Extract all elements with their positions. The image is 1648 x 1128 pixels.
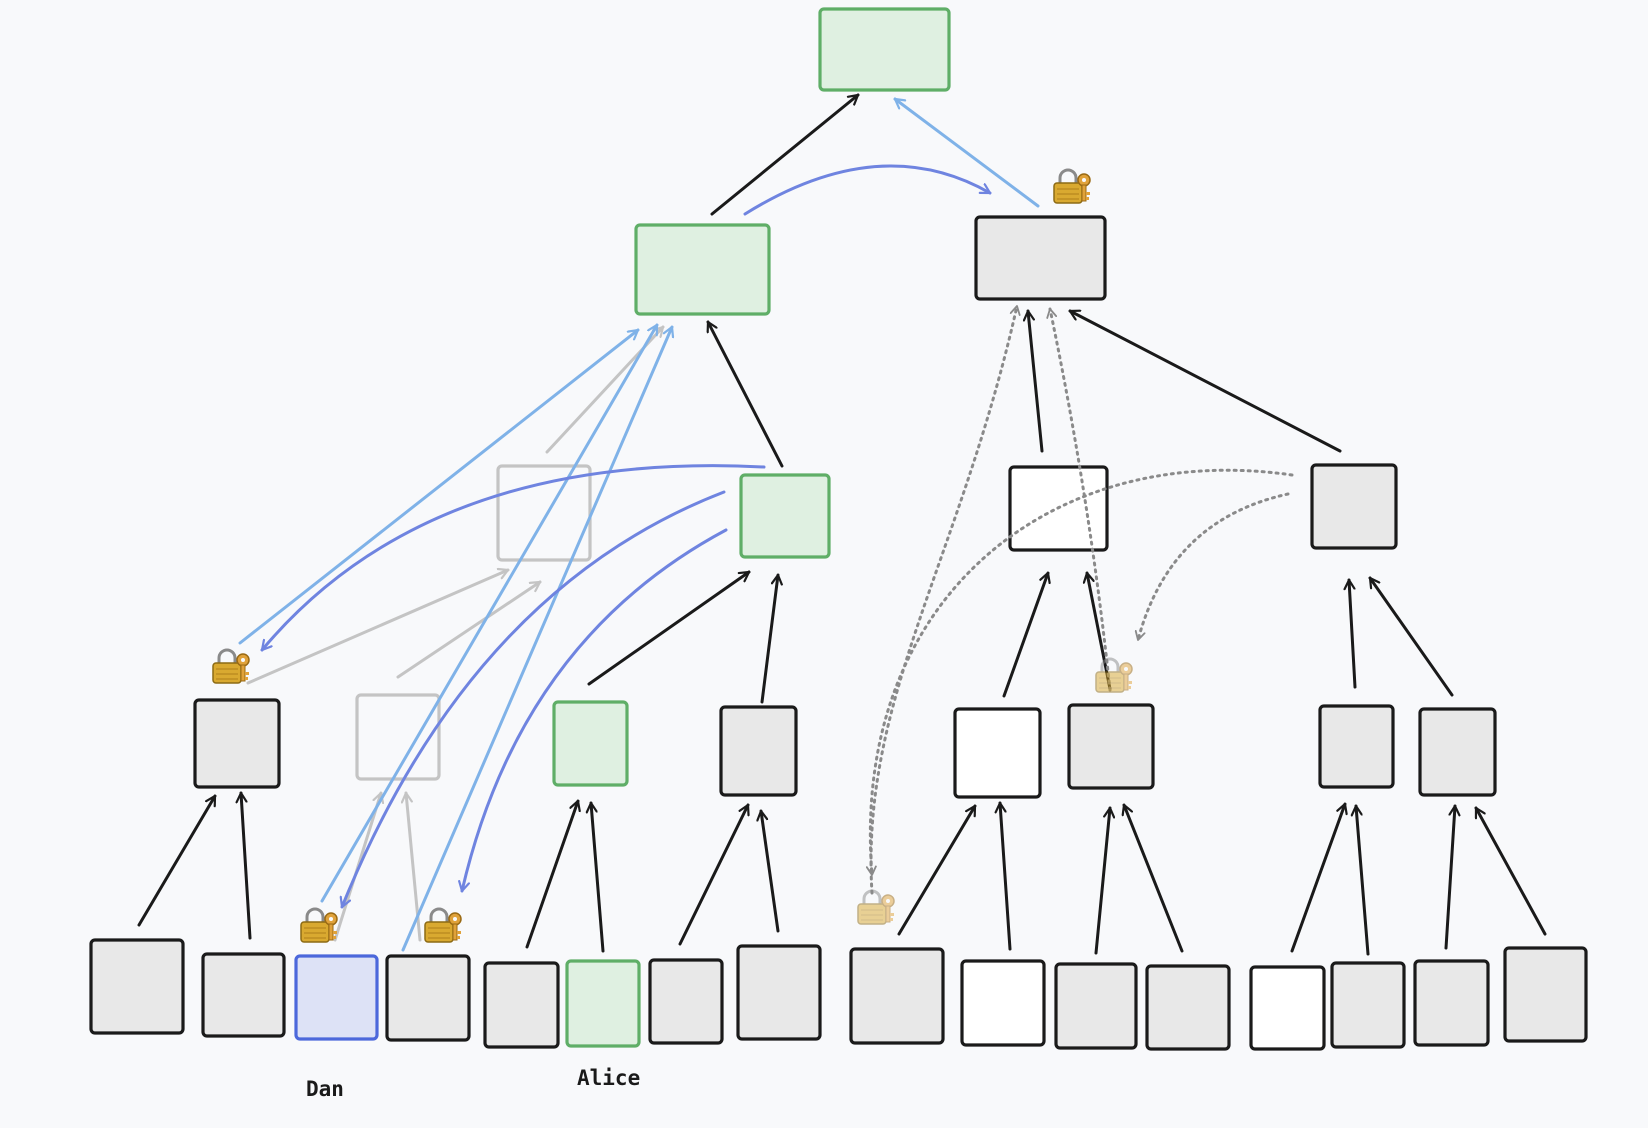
dan-label: Dan <box>306 1077 344 1101</box>
tree-edge <box>1356 804 1370 956</box>
tree-edge <box>525 799 578 949</box>
ghost-edge <box>246 570 510 685</box>
node-l3-6 <box>1067 703 1155 790</box>
tree-edge <box>591 801 605 953</box>
leaf-alice <box>565 959 641 1048</box>
light-blue-edge <box>238 328 640 645</box>
lock-icon <box>1052 168 1092 205</box>
tree-edge <box>1002 571 1048 698</box>
node-l2-green <box>739 473 831 559</box>
tree-edge <box>1474 806 1547 936</box>
tree-edge <box>761 809 780 933</box>
leaf-13 <box>1249 965 1326 1051</box>
leaf-8 <box>736 944 822 1041</box>
tree-edge <box>1349 578 1357 689</box>
lock-icon <box>423 907 463 944</box>
dotted-edge <box>1046 307 1112 692</box>
leaf-5 <box>483 961 560 1049</box>
node-l3-8 <box>1418 707 1497 797</box>
node-l3-7 <box>1318 704 1395 789</box>
leaf-15 <box>1413 959 1490 1047</box>
tree-edge <box>1368 576 1454 697</box>
tree-edge <box>706 320 784 468</box>
leaf-7 <box>648 958 724 1045</box>
leaf-2 <box>201 952 286 1038</box>
tree-edge <box>137 794 217 927</box>
node-l3-4 <box>719 705 798 797</box>
purple-edge <box>743 164 992 216</box>
dotted-edge <box>869 304 1021 895</box>
lock-icon <box>299 907 339 944</box>
lock-icon <box>1094 657 1134 694</box>
tree-edge <box>1124 803 1184 953</box>
leaf-12 <box>1145 964 1231 1051</box>
tree-edge <box>1000 801 1012 951</box>
node-l2-ghost <box>496 464 592 562</box>
node-l3-green <box>552 700 629 787</box>
node-l3-1 <box>193 698 281 789</box>
tree-edge <box>897 804 977 936</box>
node-l1-left <box>634 223 771 316</box>
alice-label: Alice <box>577 1066 640 1090</box>
tree-edge <box>1290 802 1345 953</box>
dotted-edge <box>1134 492 1290 642</box>
node-l3-5 <box>953 707 1042 799</box>
light-blue-edge <box>320 323 659 903</box>
leaf-1 <box>89 938 185 1035</box>
dotted-edge <box>865 468 1294 877</box>
ghost-edge <box>396 580 542 679</box>
leaf-16 <box>1503 946 1588 1043</box>
root-node <box>818 7 951 92</box>
purple-edge <box>342 490 726 909</box>
tree-edge <box>678 803 748 946</box>
purple-edge <box>462 528 728 893</box>
tree-edge <box>587 570 751 686</box>
tree-edge <box>1087 571 1112 691</box>
leaf-4 <box>385 954 471 1042</box>
node-l1-right <box>974 215 1107 301</box>
light-blue-edge <box>401 325 672 952</box>
tree-edge <box>1094 806 1110 955</box>
light-blue-edge <box>893 97 1040 208</box>
leaf-11 <box>1054 962 1138 1050</box>
tree-edge <box>241 791 252 940</box>
purple-edges <box>260 164 992 909</box>
tree-edges <box>137 93 1547 956</box>
leaf-10 <box>960 959 1046 1047</box>
lock-icon <box>856 889 896 926</box>
tree-edge <box>1444 804 1455 950</box>
lock-icon <box>211 648 251 685</box>
tree-edge <box>710 93 860 216</box>
node-l3-ghost <box>355 693 441 781</box>
tree-edge <box>1068 309 1342 453</box>
dotted-edges <box>865 304 1294 895</box>
leaf-dan <box>294 954 379 1041</box>
leaf-9 <box>849 947 945 1045</box>
tree-edge <box>760 573 778 704</box>
tree-edge <box>1028 309 1044 453</box>
light-blue-edges <box>238 97 1040 952</box>
leaf-14 <box>1330 961 1406 1049</box>
purple-edge <box>260 464 766 652</box>
node-l2-gray <box>1310 463 1398 550</box>
